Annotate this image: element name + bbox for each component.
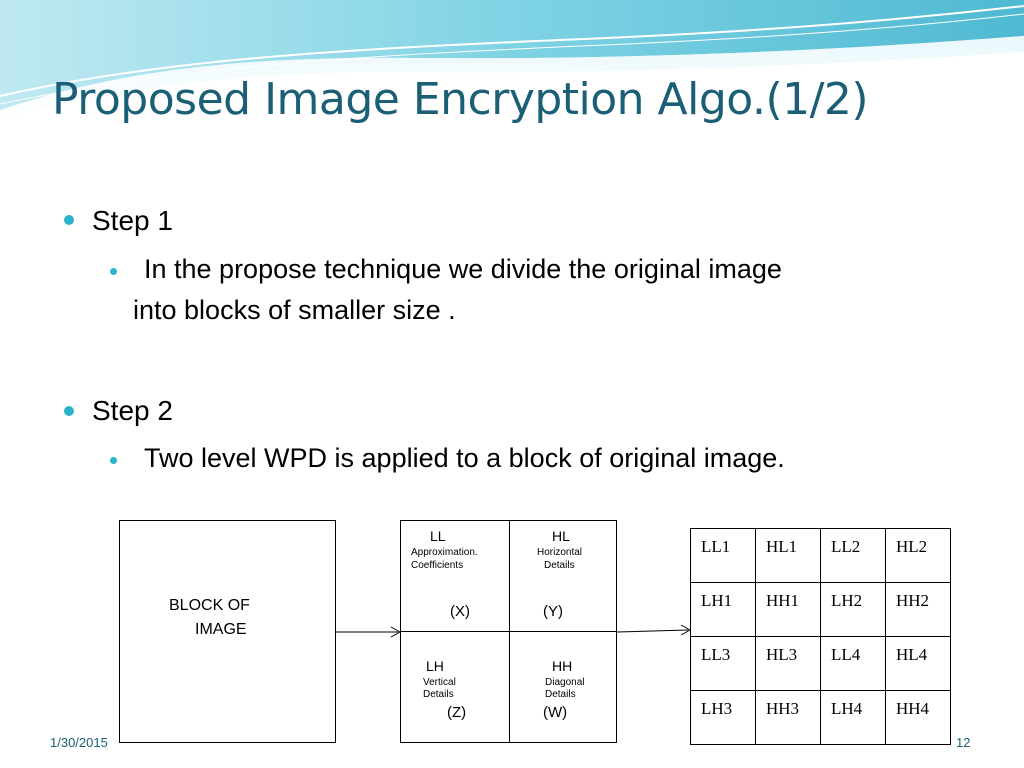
quadrant-hl-desc-1: Horizontal [537,547,583,558]
grid-cell: HH1 [755,582,821,637]
header-wave-decoration [0,0,1024,120]
block-label-line-2: IMAGE [195,621,247,638]
grid-cell: HL4 [885,636,951,691]
block-of-image-box-overlay [119,520,336,743]
bullet-step-1: Step 1 [92,205,173,236]
quadrant-ll-desc-2: Coefficients [411,560,464,571]
grid-cell: HH3 [755,690,821,745]
quadrant-lh-var: (Z) [447,704,467,721]
sub-bullet-dot [110,457,117,464]
grid-cell: LH3 [690,690,756,745]
sub-bullet-dot [110,268,117,275]
wpd-quadrant-box [400,520,617,743]
quadrant-hl-code: HL [552,528,570,544]
block-of-image-box [119,520,336,743]
quadrant-hh-desc-2: Details [545,689,576,700]
step-1-text-line-2: into blocks of smaller size . [133,295,456,325]
footer-page-number: 12 [956,735,971,750]
grid-cell: LH1 [690,582,756,637]
block-box-fill [120,730,335,742]
quadrant-lh-desc-2: Details [423,689,454,700]
slide-title: Proposed Image Encryption Algo.(1/2) [52,74,869,125]
subband-grid: LL1 HL1 LL2 HL2 LH1 HH1 LH2 HH2 LL3 HL3 … [690,528,951,745]
grid-cell: HL2 [885,528,951,583]
grid-cell: LH4 [820,690,886,745]
quadrant-ll-code: LL [430,528,446,544]
grid-cell: LL2 [820,528,886,583]
bullet-dot [64,215,74,225]
table-row: LL3 HL3 LL4 HL4 [690,636,951,691]
bullet-dot [64,406,74,416]
bullet-step-2: Step 2 [92,395,173,426]
table-row: LL1 HL1 LL2 HL2 [690,528,951,583]
grid-cell: LL1 [690,528,756,583]
quadrant-hh-desc-1: Diagonal [545,677,585,688]
grid-cell: LH2 [820,582,886,637]
grid-cell: LL4 [820,636,886,691]
quadrant-divider-horizontal [401,631,616,632]
grid-cell: HH2 [885,582,951,637]
grid-cell: HL1 [755,528,821,583]
footer-date: 1/30/2015 [50,735,108,750]
step-1-text-line-1: In the propose technique we divide the o… [144,254,782,284]
quadrant-ll-var: (X) [450,603,470,620]
table-row: LH3 HH3 LH4 HH4 [690,690,951,745]
quadrant-hh-var: (W) [543,704,568,721]
quadrant-hl-desc-2: Details [544,560,575,571]
quadrant-hh-code: HH [552,658,573,674]
quadrant-ll-desc-1: Approximation. [411,547,478,558]
quadrant-hl-var: (Y) [543,603,563,620]
grid-cell: HL3 [755,636,821,691]
step-2-text: Two level WPD is applied to a block of o… [144,443,785,473]
table-row: LH1 HH1 LH2 HH2 [690,582,951,637]
grid-cell: HH4 [885,690,951,745]
block-label-line-1: BLOCK OF [169,597,250,614]
quadrant-lh-code: LH [426,658,444,674]
grid-cell: LL3 [690,636,756,691]
quadrant-lh-desc-1: Vertical [423,677,456,688]
